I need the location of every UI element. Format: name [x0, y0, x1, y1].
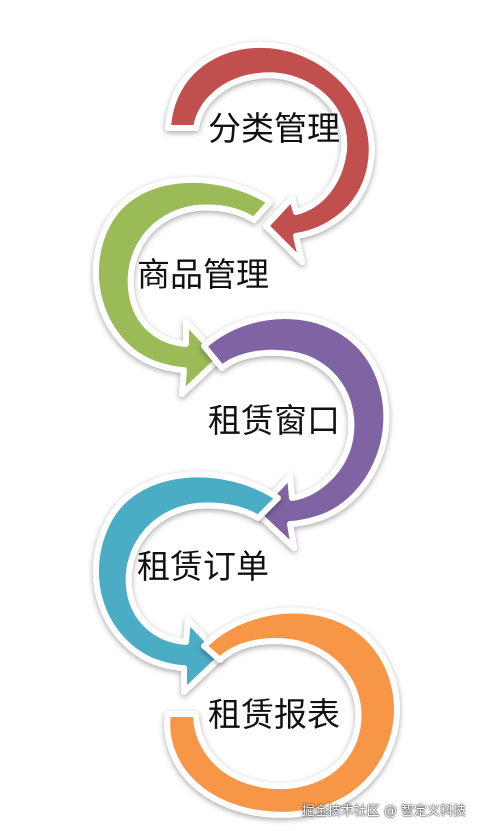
step-1-label: 分类管理	[208, 109, 340, 148]
step-3-label: 租赁窗口	[208, 401, 340, 440]
step-4-arc	[93, 471, 281, 695]
step-5-label: 租赁报表	[208, 695, 340, 734]
watermark: 掘金技术社区 @ 智定义科技	[301, 804, 466, 819]
step-3-arc	[201, 312, 390, 551]
step-4-label: 租赁订单	[137, 547, 269, 586]
step-2-arc	[93, 176, 273, 397]
step-5-arc	[164, 607, 400, 818]
step-1-arc	[165, 41, 375, 265]
step-2-label: 商品管理	[137, 255, 269, 294]
